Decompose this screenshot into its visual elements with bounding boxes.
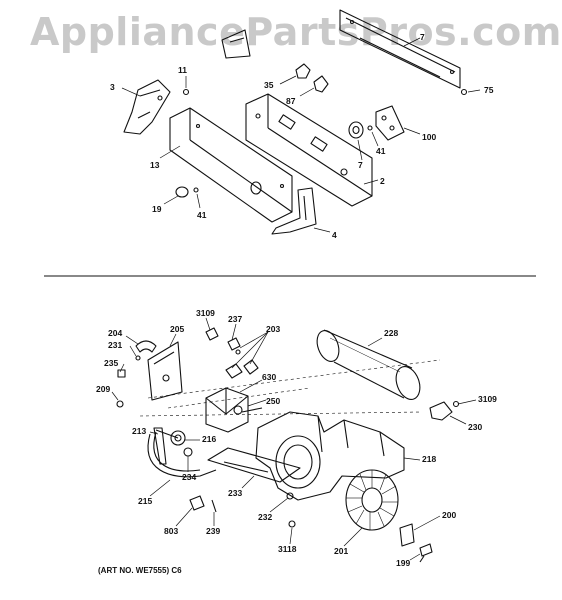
- art-number-note: (ART NO. WE7555) C6: [98, 566, 182, 575]
- part-small-hardware: [205, 327, 259, 379]
- part-small-bracket: [221, 29, 251, 59]
- part-control-panel: [169, 107, 293, 223]
- callout-204: 204: [108, 328, 122, 338]
- callout-87: 87: [286, 96, 296, 106]
- callout-205: 205: [170, 324, 184, 334]
- part-blower-housing: [255, 411, 405, 501]
- callout-213: 213: [132, 426, 146, 436]
- callout-234: 234: [182, 472, 196, 482]
- callout-13: 13: [150, 160, 160, 170]
- part-switch-block: [375, 105, 405, 141]
- callout-11: 11: [178, 65, 187, 75]
- callout-233: 233: [228, 488, 242, 498]
- part-clip: [116, 340, 157, 408]
- callout-3118: 3118: [278, 544, 297, 554]
- callout-228: 228: [384, 328, 398, 338]
- part-blower-wheel: [345, 469, 399, 531]
- callout-100: 100: [422, 132, 436, 142]
- callout-216: 216: [202, 434, 216, 444]
- callout-199: 199: [396, 558, 410, 568]
- callout-3: 3: [110, 82, 115, 92]
- callout-7-knob: 7: [358, 160, 363, 170]
- part-small-knobs: [175, 186, 199, 198]
- callout-2: 2: [380, 176, 385, 186]
- part-base-plate: [207, 447, 301, 483]
- part-wheel-bracket: [399, 523, 433, 563]
- part-idler-pulley: [153, 427, 193, 465]
- callout-250: 250: [266, 396, 280, 406]
- callout-803: 803: [164, 526, 178, 536]
- callout-215: 215: [138, 496, 152, 506]
- part-knob: [348, 121, 364, 139]
- callout-630: 630: [262, 372, 276, 382]
- callout-35: 35: [264, 80, 274, 90]
- part-belt: [147, 431, 217, 478]
- callout-209: 209: [96, 384, 110, 394]
- callout-200: 200: [442, 510, 456, 520]
- part-mounting-bracket: [147, 341, 183, 401]
- callout-3109-right: 3109: [478, 394, 497, 404]
- callout-203: 203: [266, 324, 280, 334]
- part-leg-bracket: [271, 187, 317, 235]
- part-back-panel: [339, 9, 461, 89]
- callout-4: 4: [332, 230, 337, 240]
- callout-75: 75: [484, 85, 494, 95]
- callout-237: 237: [228, 314, 242, 324]
- callout-41-right: 41: [376, 146, 386, 156]
- callout-7-top: 7: [420, 32, 425, 42]
- callout-230: 230: [468, 422, 482, 432]
- part-end-bracket: [123, 79, 171, 135]
- part-console-frame: [245, 93, 373, 207]
- callout-19: 19: [152, 204, 162, 214]
- callout-232: 232: [258, 512, 272, 522]
- callout-218: 218: [422, 454, 436, 464]
- top-callout-group: 3 11 13 19 41 35 87 7 75 100 41 7 2 4: [110, 32, 494, 240]
- callout-239: 239: [206, 526, 220, 536]
- callout-235: 235: [104, 358, 118, 368]
- part-thermostat: [429, 400, 460, 421]
- part-motor: [205, 387, 263, 433]
- part-small-clips-bottom: [189, 495, 296, 528]
- callout-231: 231: [108, 340, 122, 350]
- bottom-callout-group: 204 231 235 209 205 3109 237 203 228 630…: [96, 308, 497, 568]
- part-duct: [316, 329, 421, 400]
- callout-41-left: 41: [197, 210, 207, 220]
- callout-3109-left: 3109: [196, 308, 215, 318]
- watermark: AppliancePartsPros.com: [30, 10, 562, 54]
- callout-201: 201: [334, 546, 348, 556]
- part-clips: [182, 63, 468, 131]
